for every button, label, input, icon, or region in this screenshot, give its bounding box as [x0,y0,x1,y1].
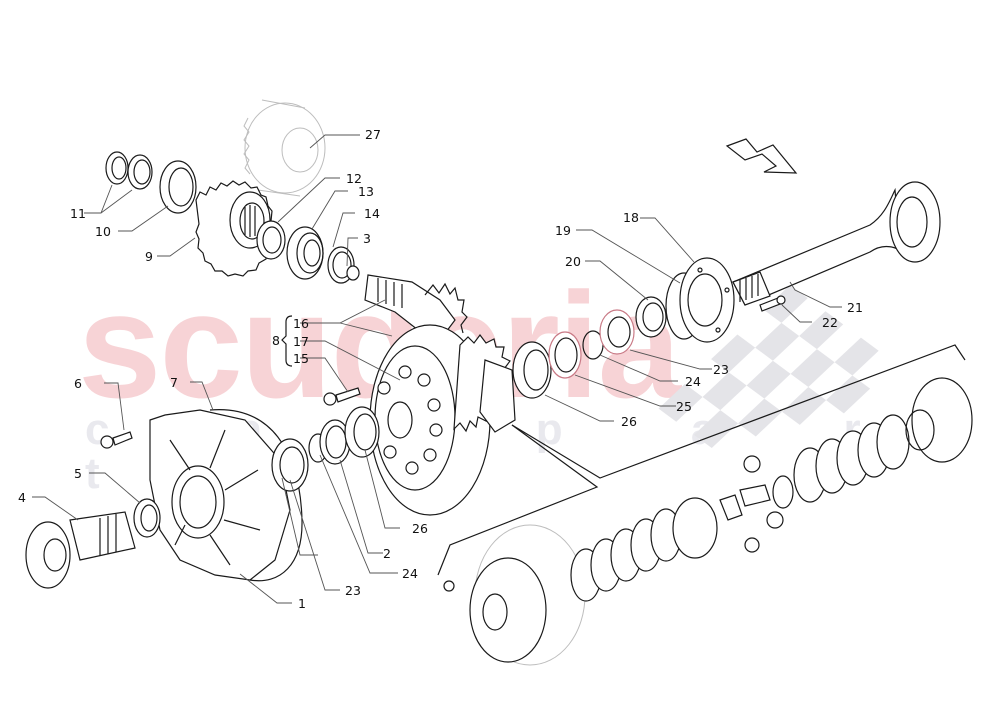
callout-8[interactable]: 8 [272,333,280,348]
taper-bearing-26-left [344,406,380,458]
callout-19[interactable]: 19 [555,223,571,238]
bearing-23-right [599,309,635,355]
half-shaft-21 [732,181,941,306]
callout-18[interactable]: 18 [623,210,639,225]
bolt-22 [759,295,786,312]
output-flange-4 [25,511,136,589]
seal-5 [133,498,161,538]
callout-27[interactable]: 27 [365,127,381,142]
detail-bracket [437,344,966,576]
taper-bearing-26-right [512,341,552,399]
callout-16[interactable]: 16 [293,316,309,331]
callout-7[interactable]: 7 [170,375,178,390]
callout-5[interactable]: 5 [74,466,82,481]
flange-18 [679,257,735,343]
callout-26-right[interactable]: 26 [621,414,637,429]
callout-12[interactable]: 12 [346,171,362,186]
differential-internals [443,377,973,666]
gear-27-ghost [243,99,326,197]
clutch-plates-left [570,497,718,602]
callout-15[interactable]: 15 [293,351,309,366]
bolt-15 [323,387,361,406]
callout-3[interactable]: 3 [363,231,371,246]
seal-20 [635,296,667,338]
callout-23-right[interactable]: 23 [713,362,729,377]
spider-gears [719,455,794,553]
ring-nut-pair-11 [105,151,153,190]
callout-1[interactable]: 1 [298,596,306,611]
shim-25 [548,331,582,379]
callout-26-left[interactable]: 26 [412,521,428,536]
callout-21[interactable]: 21 [847,300,863,315]
callout-22[interactable]: 22 [822,315,838,330]
shim-12 [256,220,286,260]
leader-lines [32,134,842,604]
spacer-3 [346,265,360,281]
callout-20[interactable]: 20 [565,254,581,269]
callout-23-left[interactable]: 23 [345,583,361,598]
callout-4[interactable]: 4 [18,490,26,505]
gear-9 [195,180,275,277]
callout-labels: 27 11 10 9 12 13 14 3 16 17 15 8 6 7 5 4… [18,127,863,611]
taper-bearing-13 [286,226,324,280]
bolt-6 [100,431,133,449]
housing-cover-1 [149,409,303,582]
clutch-plates-right [793,414,910,503]
pinion-shaft [364,274,468,341]
callout-10[interactable]: 10 [95,224,111,239]
callout-14[interactable]: 14 [364,206,380,221]
oil-seal-10 [159,160,197,214]
callout-24-left[interactable]: 24 [402,566,418,581]
direction-arrow-icon [725,138,798,174]
bolt-circle [377,365,443,475]
callout-24-right[interactable]: 24 [685,374,701,389]
callout-2[interactable]: 2 [383,546,391,561]
callout-9[interactable]: 9 [145,249,153,264]
callout-25[interactable]: 25 [676,399,692,414]
callout-17[interactable]: 17 [293,334,309,349]
group-brace-8 [281,315,293,367]
seal-23-left [271,438,309,492]
crown-wheel-differential [369,324,516,516]
callout-6[interactable]: 6 [74,376,82,391]
callout-11[interactable]: 11 [70,206,86,221]
callout-13[interactable]: 13 [358,184,374,199]
